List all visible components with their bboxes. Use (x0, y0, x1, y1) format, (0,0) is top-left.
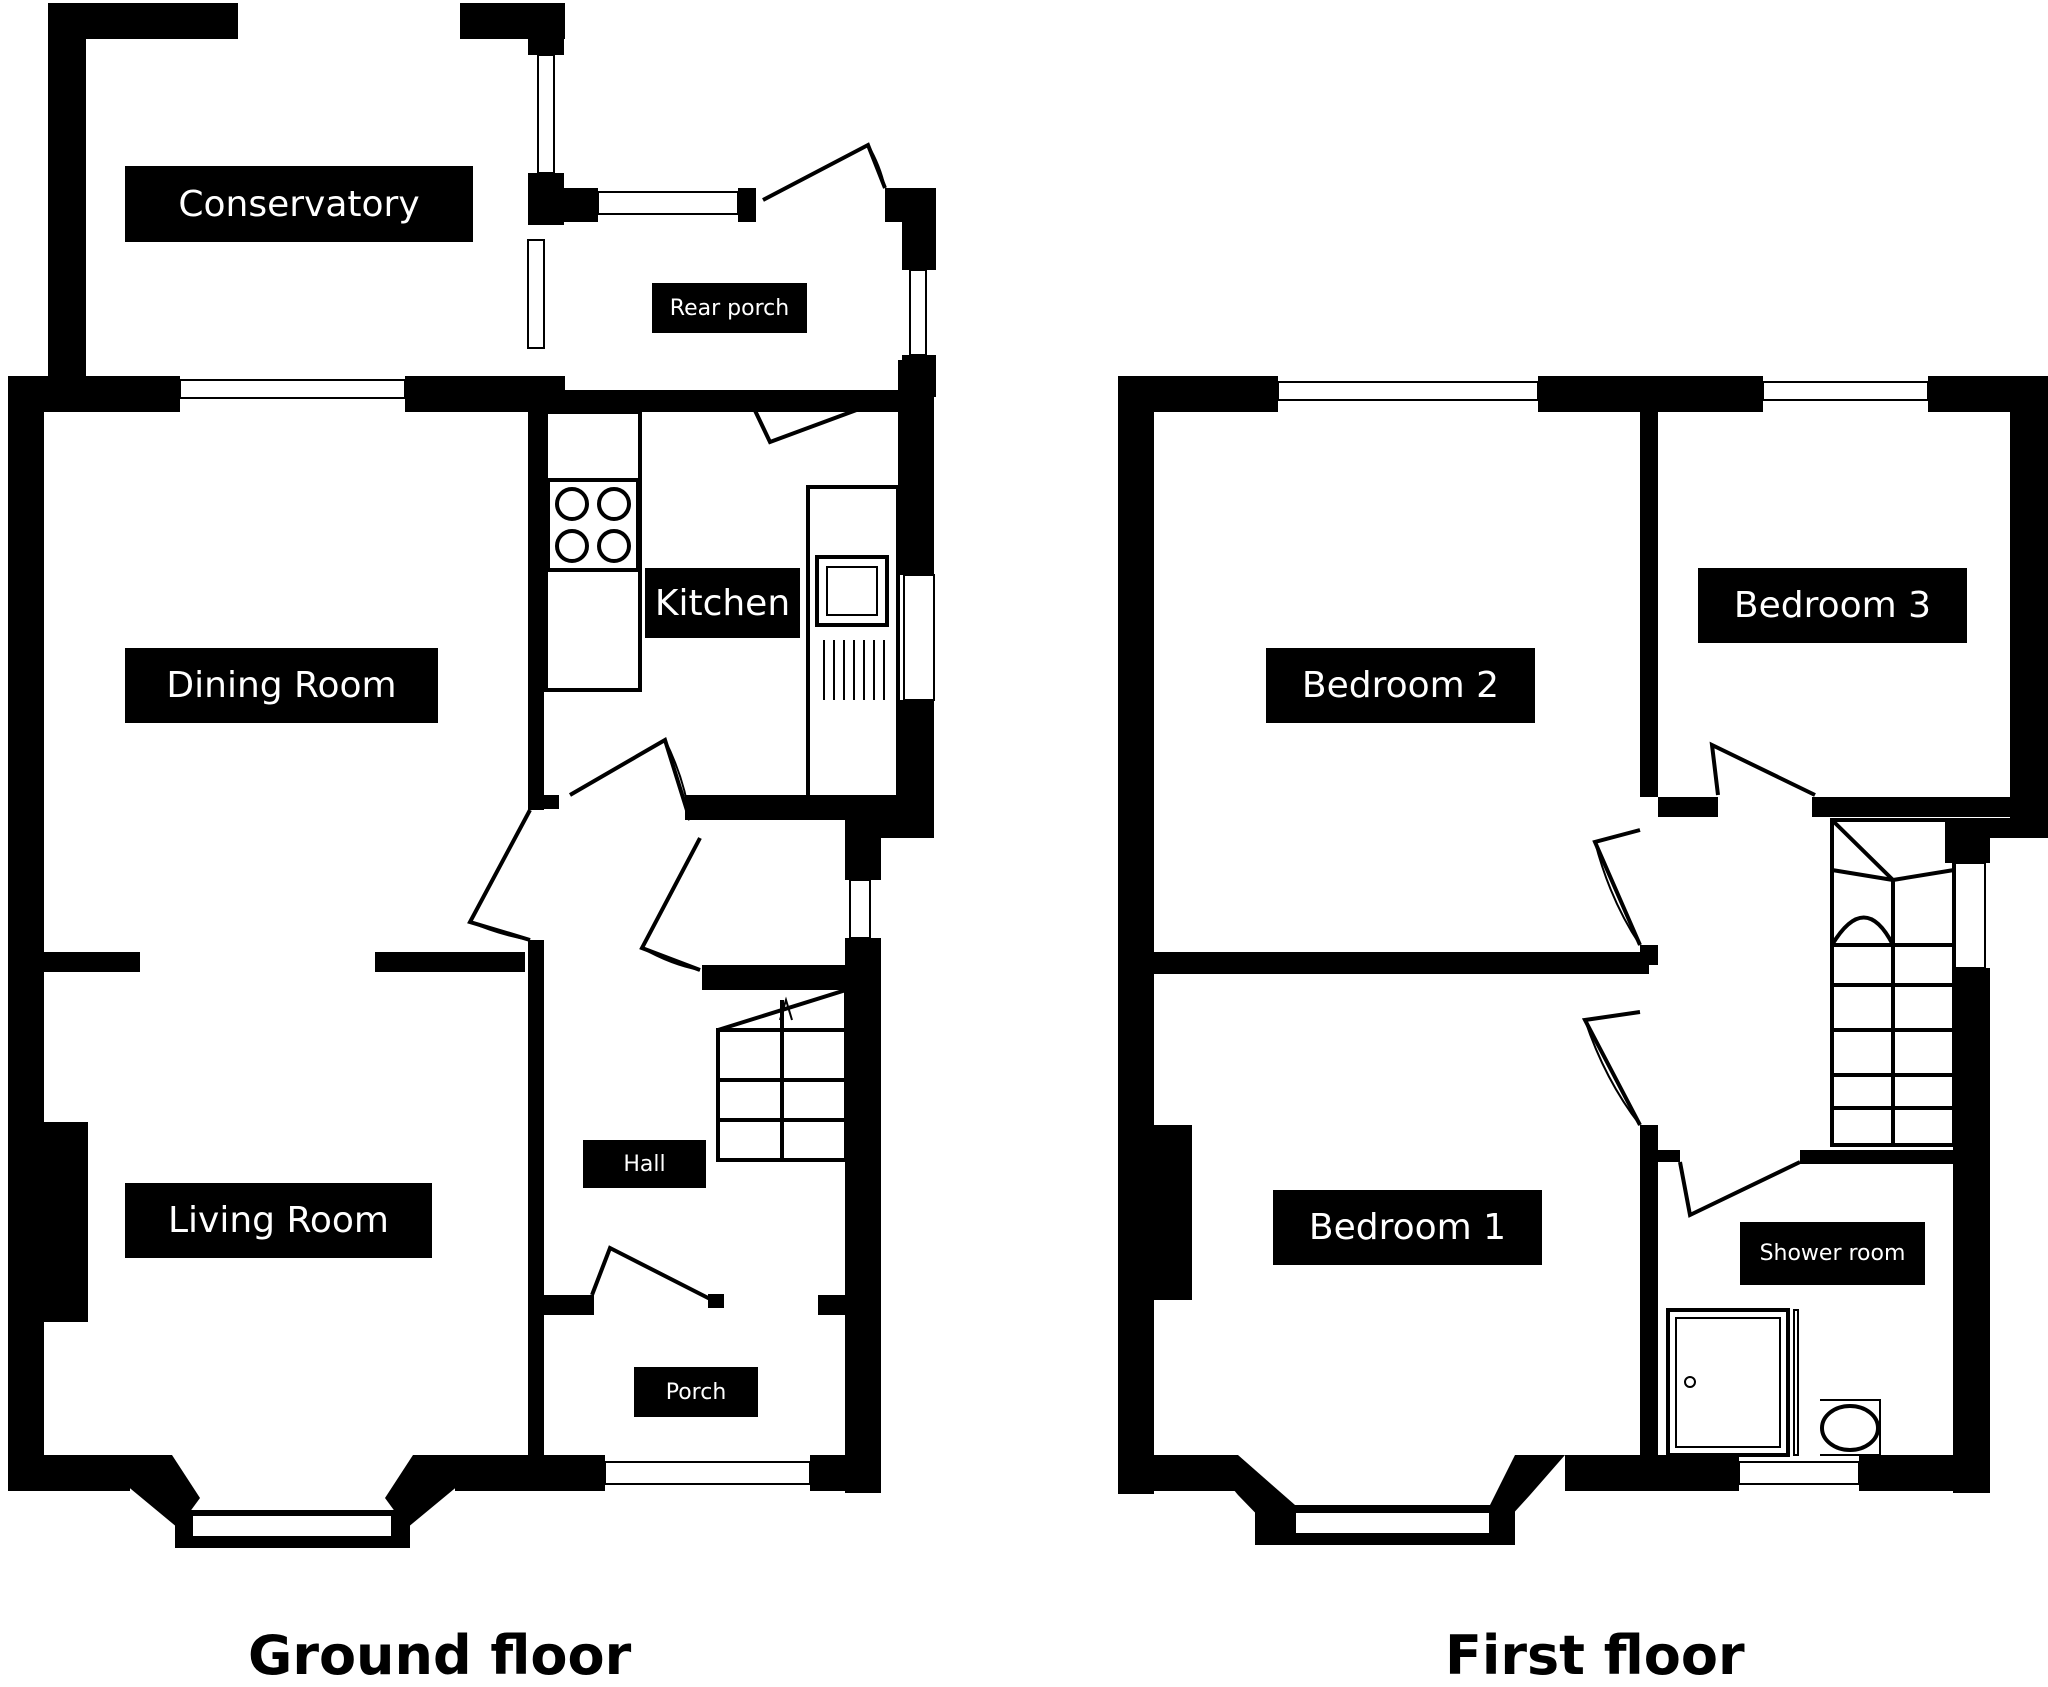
bedroom-1-label: Bedroom 1 (1273, 1190, 1542, 1265)
ground-floor-walls (8, 3, 936, 1548)
porch-label: Porch (634, 1367, 758, 1417)
ground-floor-title: Ground floor (248, 1624, 632, 1687)
living-room-label: Living Room (125, 1183, 432, 1258)
bedroom-3-label: Bedroom 3 (1698, 568, 1967, 643)
dining-room-label: Dining Room (125, 648, 438, 723)
hall-label: Hall (583, 1140, 706, 1188)
conservatory-label: Conservatory (125, 166, 473, 242)
rear-porch-label: Rear porch (652, 283, 807, 333)
first-floor-title: First floor (1445, 1624, 1745, 1687)
ground-floor-fixtures (467, 142, 900, 1308)
first-floor-walls (1118, 376, 2048, 1545)
shower-room-label: Shower room (1740, 1222, 1925, 1285)
first-floor-fixtures (1498, 741, 1956, 1502)
kitchen-label: Kitchen (645, 568, 800, 638)
bedroom-2-label: Bedroom 2 (1266, 648, 1535, 723)
